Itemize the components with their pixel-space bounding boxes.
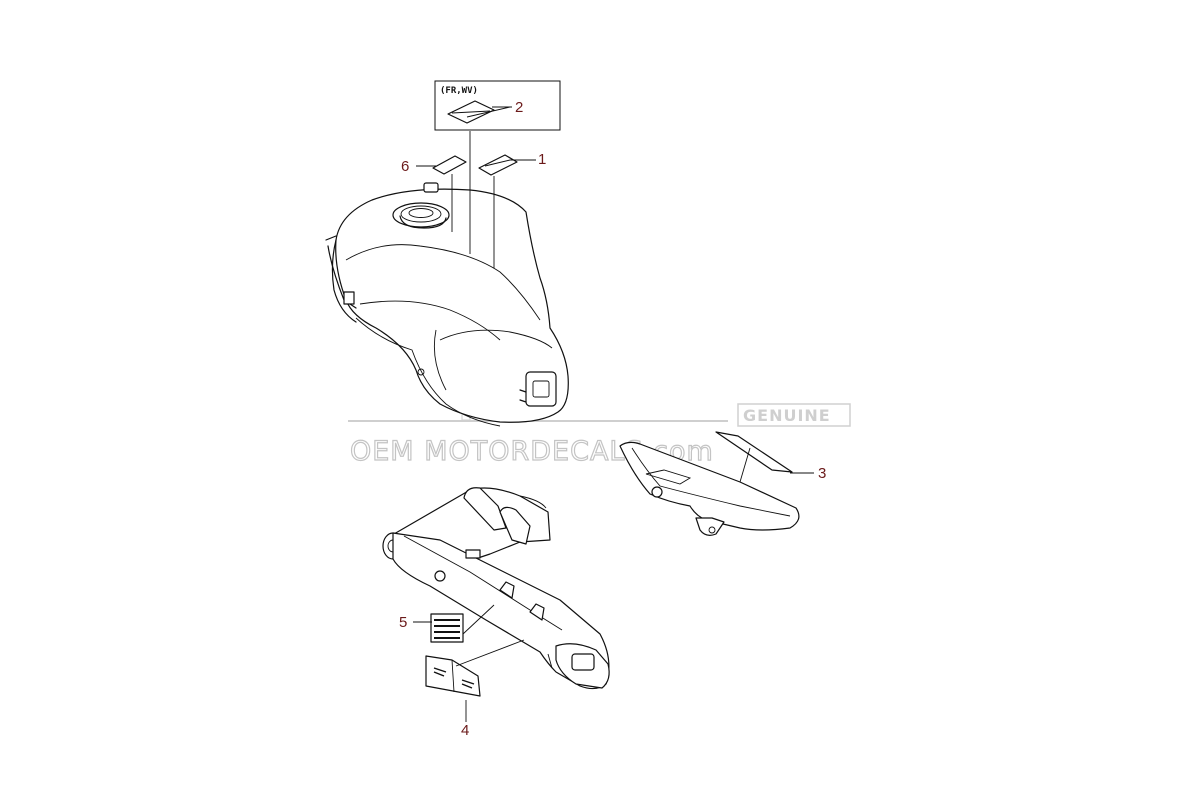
decal-3-icon — [715, 431, 793, 473]
decal-4-icon — [425, 655, 481, 697]
chain-case-illustration — [619, 431, 800, 536]
decal-1-icon — [478, 154, 518, 176]
callout-1[interactable]: 1 — [538, 151, 546, 168]
variant-box: (FR,WV) — [434, 80, 561, 131]
callout-5[interactable]: 5 — [399, 614, 407, 631]
decal-6-icon — [432, 155, 467, 175]
callout-6[interactable]: 6 — [401, 158, 409, 175]
swingarm-illustration — [382, 487, 610, 690]
decal-5-icon — [430, 613, 464, 643]
callout-3[interactable]: 3 — [818, 465, 826, 482]
variant-label: (FR,WV) — [440, 86, 478, 96]
watermark-badge: GENUINE — [743, 406, 831, 425]
callout-4[interactable]: 4 — [461, 722, 469, 739]
callout-2[interactable]: 2 — [515, 99, 523, 116]
leader-lines — [413, 106, 814, 722]
fuel-tank-illustration — [325, 182, 569, 427]
